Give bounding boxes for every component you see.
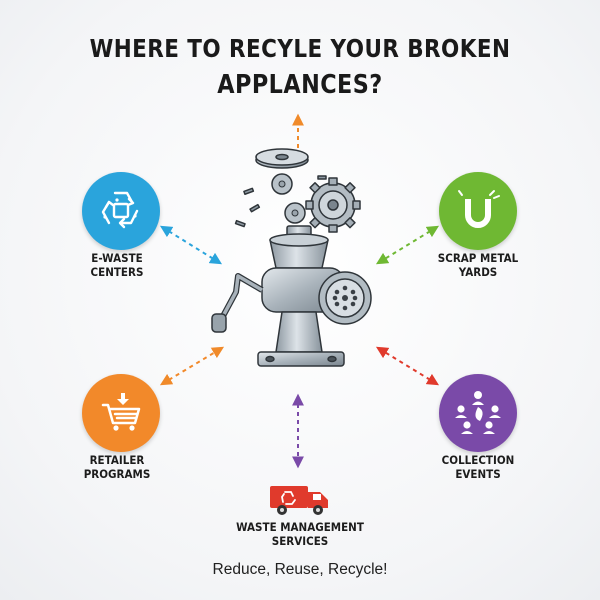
tagline: Reduce, Reuse, Recycle! [212,561,388,578]
waste-label-line2: SERVICES [271,534,329,548]
scrap-label-line2: YARDS [458,265,498,279]
retail-circle [82,374,160,452]
ewaste-circle [82,172,160,250]
ewaste-label-line2: CENTERS [90,265,144,279]
retail-label: RETAILER PROGRAMS [54,453,180,481]
retail-label-line2: PROGRAMS [83,467,151,481]
collect-circle [439,374,517,452]
title-line-2: APPLANCES? [217,70,383,100]
arrow-retail [159,346,225,386]
magnet-icon [458,190,500,228]
arrow-scrap [375,225,440,265]
waste-label: WASTE MANAGEMENT SERVICES [224,520,377,548]
community-leaf-icon [455,391,501,434]
meat-grinder-exploded-icon [211,148,372,367]
ewaste-label: E-WASTE CENTERS [54,251,180,279]
waste-label-line1: WASTE MANAGEMENT [236,520,364,534]
recycle-circuit-icon [101,191,139,229]
arrow-ewaste [159,225,223,265]
collect-label-line2: EVENTS [455,467,501,481]
collect-label-line1: COLLECTION [441,453,515,467]
scrap-label: SCRAP METAL YARDS [415,251,541,279]
recycling-truck-icon [270,486,328,515]
scrap-label-line1: SCRAP METAL [437,251,519,265]
collect-label: COLLECTION EVENTS [415,453,541,481]
shopping-cart-icon [101,393,141,431]
retail-label-line1: RETAILER [89,453,145,467]
title-line-1: WHERE TO RECYLE YOUR BROKEN [89,34,511,63]
scrap-circle [439,172,517,250]
ewaste-label-line1: E-WASTE [91,251,143,265]
arrow-collect [375,346,440,386]
